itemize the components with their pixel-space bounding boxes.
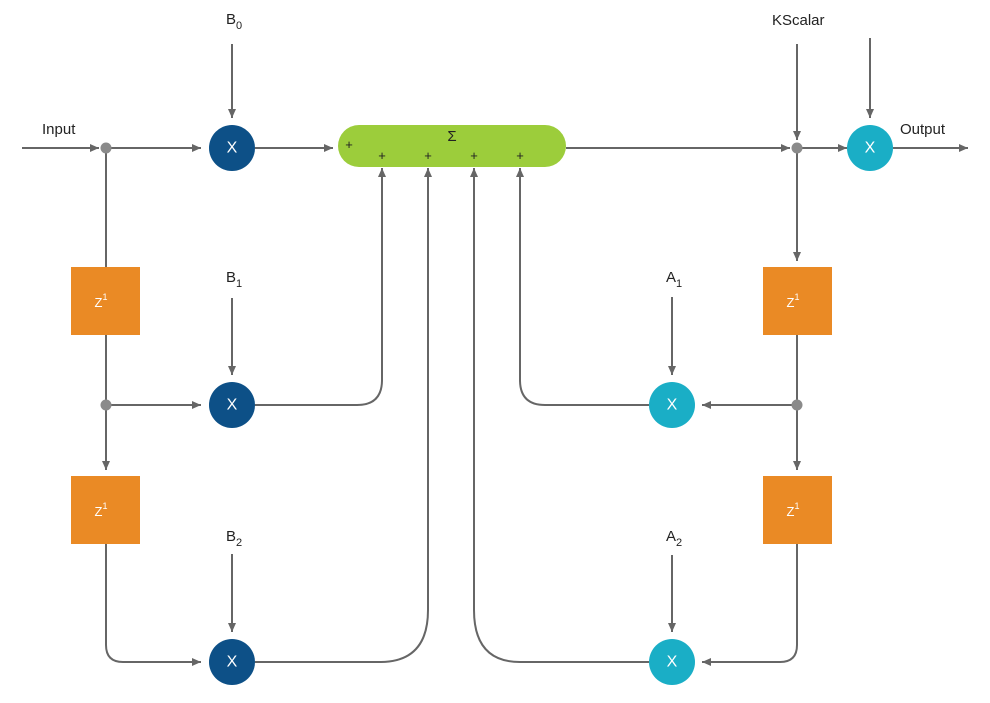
- summer-plus-left: +: [345, 137, 353, 152]
- output-label: Output: [900, 121, 946, 138]
- svg-text:X: X: [227, 397, 238, 414]
- svg-text:X: X: [227, 140, 238, 157]
- wire-z2-to-b2-mult: [105, 544, 201, 666]
- svg-text:X: X: [227, 654, 238, 671]
- summer-plus-b2: +: [424, 148, 432, 163]
- multiplier-a2: X: [649, 639, 695, 685]
- multiplier-b0: X: [209, 125, 255, 171]
- svg-text:X: X: [667, 654, 678, 671]
- summer-shape: [338, 125, 566, 167]
- input-junction-dot: [100, 142, 112, 154]
- delay3-junction-dot: [791, 399, 803, 411]
- wire-a2-to-sum: [473, 170, 649, 663]
- wire-a1-to-sum: [516, 168, 649, 406]
- output-junction-dot: [791, 142, 803, 154]
- b2-label: B2: [226, 528, 242, 549]
- multiplier-output: X: [847, 125, 893, 171]
- wire-b2-to-sum: [255, 168, 432, 663]
- summer-plus-b1: +: [378, 148, 386, 163]
- multiplier-b1: X: [209, 382, 255, 428]
- summer-sigma: Σ: [447, 128, 456, 145]
- delay1-junction-dot: [100, 399, 112, 411]
- a1-label: A1: [666, 269, 682, 290]
- summer-plus-a1: +: [516, 148, 524, 163]
- svg-text:Z1: Z1: [787, 501, 800, 519]
- multiplier-a1: X: [649, 382, 695, 428]
- wire-z4-to-a2-mult: [702, 544, 798, 666]
- svg-text:X: X: [865, 140, 876, 157]
- multiplier-b2: X: [209, 639, 255, 685]
- svg-text:Z1: Z1: [787, 292, 800, 310]
- input-label: Input: [42, 121, 76, 138]
- summer-plus-a2: +: [470, 148, 478, 163]
- b0-label: B0: [226, 11, 242, 32]
- delay-block-output-2: Z1: [763, 476, 832, 544]
- svg-text:Z1: Z1: [95, 501, 108, 519]
- kscalar-label: KScalar: [772, 12, 825, 29]
- delay-block-input-1: Z1: [71, 267, 140, 335]
- summer-block: Σ + + + + +: [338, 125, 566, 167]
- wire-b1-to-sum: [255, 168, 386, 406]
- svg-text:Z1: Z1: [95, 292, 108, 310]
- delay-block-input-2: Z1: [71, 476, 140, 544]
- a2-label: A2: [666, 528, 682, 549]
- svg-text:X: X: [667, 397, 678, 414]
- delay-block-output-1: Z1: [763, 267, 832, 335]
- b1-label: B1: [226, 269, 242, 290]
